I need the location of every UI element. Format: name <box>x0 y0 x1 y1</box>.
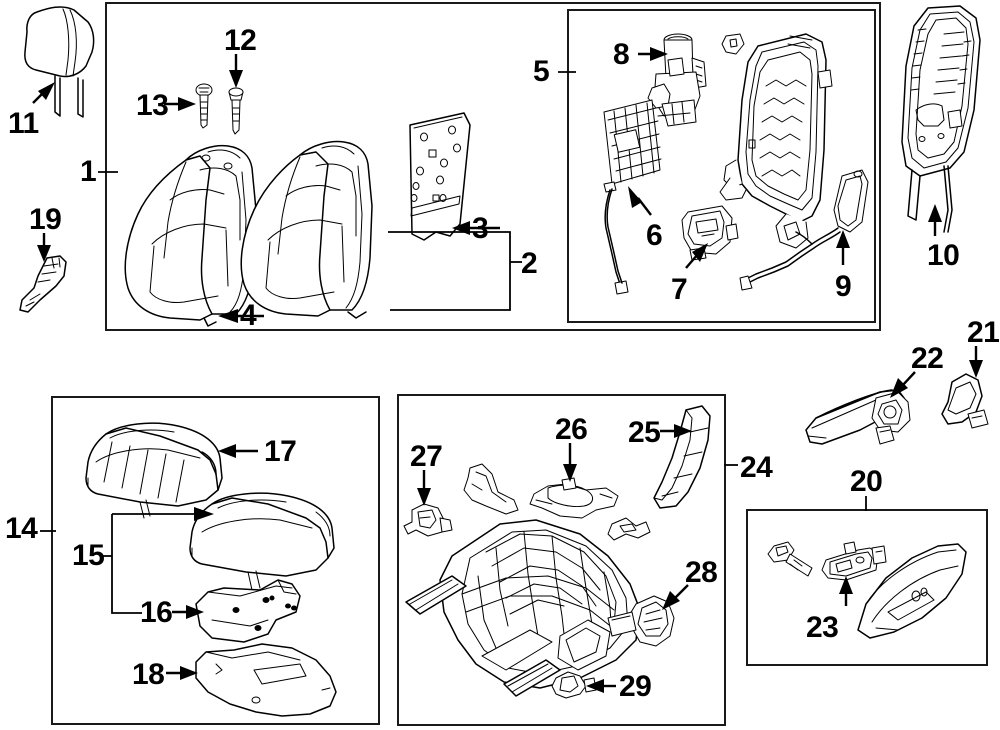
callout-14[interactable]: 14 <box>5 512 38 545</box>
part-seat-back-cover-4 <box>124 144 257 327</box>
callout-21[interactable]: 21 <box>967 316 1000 349</box>
callout-13[interactable]: 13 <box>136 89 169 122</box>
callout-23[interactable]: 23 <box>806 611 839 644</box>
panel-border-20 <box>746 509 988 666</box>
callout-1[interactable]: 1 <box>80 155 97 188</box>
part-upper-bracket-26 <box>529 477 619 519</box>
panel-border-1 <box>105 2 881 331</box>
callout-17[interactable]: 17 <box>264 435 297 468</box>
callout-25[interactable]: 25 <box>628 416 661 449</box>
part-bolt-box20 <box>767 541 813 577</box>
part-seat-back-pad-2 <box>240 140 373 319</box>
part-cushion-pad-15 <box>189 492 335 591</box>
leader-28 <box>673 584 689 600</box>
part-recliner-motor-8 <box>647 33 707 127</box>
callout-12[interactable]: 12 <box>224 24 257 57</box>
part-connector-unit-7 <box>681 205 739 261</box>
callout-22[interactable]: 22 <box>911 342 944 375</box>
callout-2[interactable]: 2 <box>521 247 538 280</box>
callout-11[interactable]: 11 <box>8 107 39 140</box>
part-track-bracket-27 <box>403 503 453 537</box>
callout-5[interactable]: 5 <box>533 55 550 88</box>
callout-27[interactable]: 27 <box>410 440 443 473</box>
part-screw-13 <box>195 83 213 129</box>
part-headrest-guide-19 <box>19 255 67 313</box>
part-small-bracket <box>607 517 651 541</box>
part-armrest-bracket-21 <box>941 373 989 429</box>
part-armrest-22 <box>805 389 911 445</box>
part-adjuster-switch-23 <box>821 541 887 581</box>
panel-borders <box>51 2 988 726</box>
callout-29[interactable]: 29 <box>619 670 652 703</box>
part-bolt-12 <box>228 87 244 135</box>
panel-border-24 <box>397 394 726 726</box>
callout-28[interactable]: 28 <box>685 556 718 589</box>
part-seat-track-assembly <box>405 519 641 697</box>
callout-15[interactable]: 15 <box>72 539 105 572</box>
part-side-shield-20 <box>857 543 967 639</box>
callout-6[interactable]: 6 <box>646 219 663 252</box>
callout-18[interactable]: 18 <box>132 658 165 691</box>
callout-10[interactable]: 10 <box>927 239 960 272</box>
part-lumbar-unit-9 <box>739 169 869 291</box>
part-seat-back-frame <box>719 33 833 249</box>
callout-3[interactable]: 3 <box>472 212 489 245</box>
panel-border-5 <box>567 9 876 323</box>
part-seat-back-board-3 <box>409 112 471 241</box>
part-clip-small <box>721 33 745 55</box>
callout-8[interactable]: 8 <box>613 38 630 71</box>
part-seat-back-trim-10 <box>901 5 981 233</box>
part-track-cover-25 <box>653 405 711 509</box>
arrow-15 <box>194 507 214 521</box>
callout-9[interactable]: 9 <box>835 270 852 303</box>
part-cushion-cover-17 <box>85 422 223 519</box>
part-headrest-11 <box>24 6 95 118</box>
part-track-side-bracket <box>463 463 519 515</box>
leader-22 <box>901 371 916 387</box>
callout-20[interactable]: 20 <box>850 465 883 498</box>
callout-19[interactable]: 19 <box>29 203 62 236</box>
callout-16[interactable]: 16 <box>140 596 173 629</box>
part-support-panel-16 <box>195 579 301 643</box>
callout-26[interactable]: 26 <box>555 413 588 446</box>
callout-7[interactable]: 7 <box>671 273 688 306</box>
leader-lines <box>32 47 983 693</box>
callout-4[interactable]: 4 <box>240 299 257 332</box>
part-under-cover-18 <box>195 643 337 717</box>
callout-24[interactable]: 24 <box>740 451 773 484</box>
part-seat-heater-module-6 <box>603 99 662 295</box>
leader-15 <box>111 514 142 614</box>
leader-2 <box>388 231 511 311</box>
panel-border-14 <box>51 396 380 725</box>
